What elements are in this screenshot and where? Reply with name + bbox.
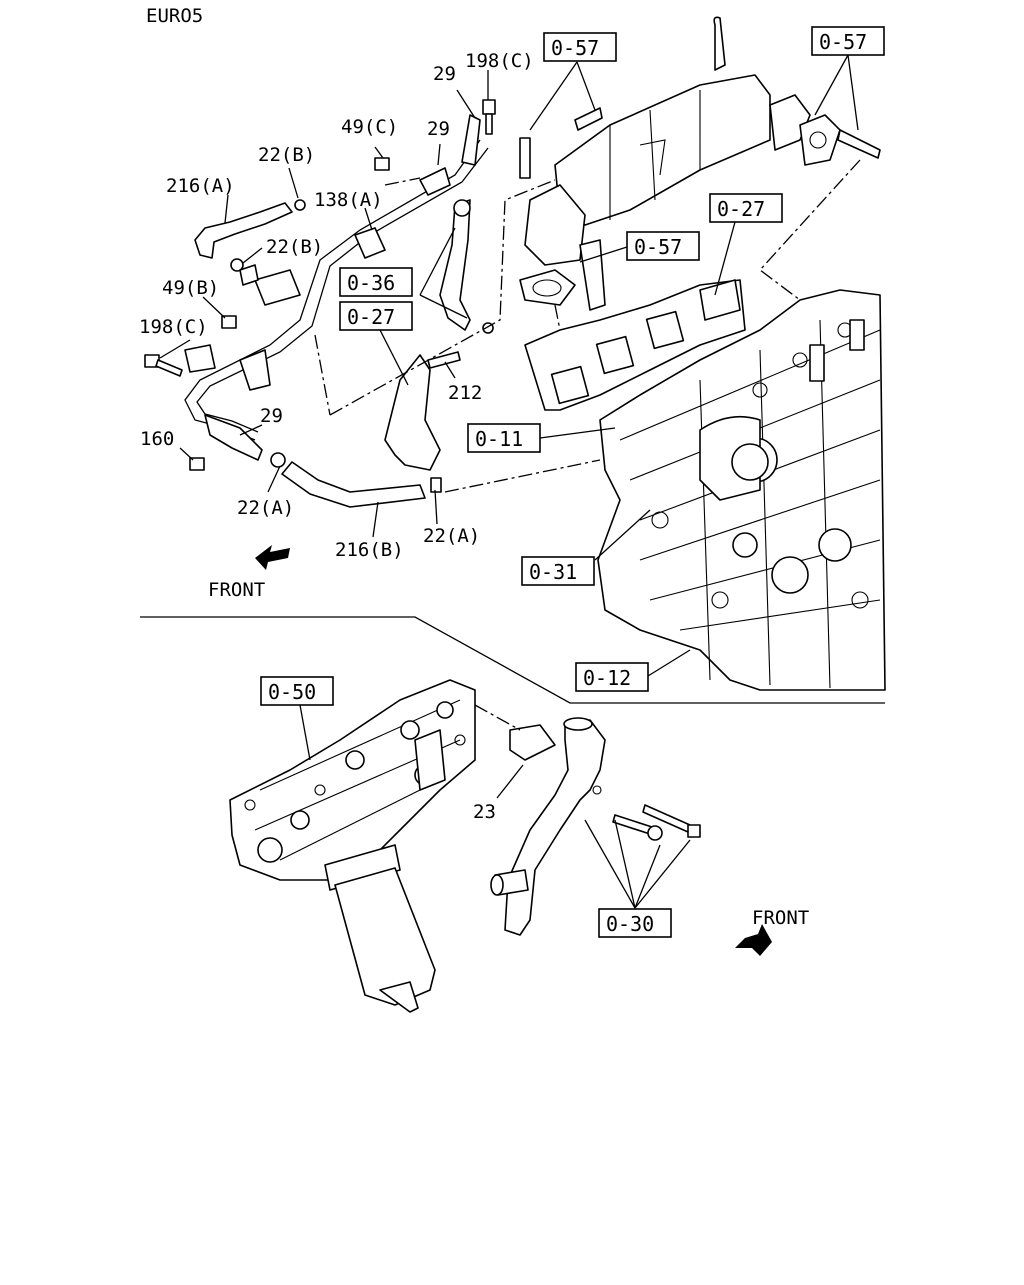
callout-0-36[interactable]: 0-36 <box>339 267 413 297</box>
svg-text:0-57: 0-57 <box>819 30 867 54</box>
alignment-line-lower <box>474 704 521 731</box>
front-label-lower: FRONT <box>752 907 809 929</box>
part-label-22a-right[interactable]: 22(A) <box>423 525 480 547</box>
svg-text:0-12: 0-12 <box>583 666 631 690</box>
svg-text:0-27: 0-27 <box>347 305 395 329</box>
part-label-23[interactable]: 23 <box>473 801 496 823</box>
svg-text:0-57: 0-57 <box>551 36 599 60</box>
part-label-49b[interactable]: 49(B) <box>162 277 219 299</box>
variant-label: EURO5 <box>146 5 203 27</box>
bracket-drawing <box>439 199 471 331</box>
heat-shield-drawing <box>384 354 441 471</box>
part-label-29-top[interactable]: 29 <box>433 63 456 85</box>
part-label-22b-top[interactable]: 22(B) <box>258 144 315 166</box>
svg-text:0-57: 0-57 <box>634 235 682 259</box>
svg-text:0-27: 0-27 <box>717 197 765 221</box>
leader-lines-lower <box>299 704 691 909</box>
part-label-216b[interactable]: 216(B) <box>335 539 404 561</box>
callout-0-50[interactable]: 0-50 <box>260 676 334 706</box>
leader-lines-upper <box>159 54 859 677</box>
front-arrow-upper <box>255 545 290 570</box>
part-label-198c-left[interactable]: 198(C) <box>139 316 208 338</box>
part-label-29-low[interactable]: 29 <box>260 405 283 427</box>
part-label-22b-mid[interactable]: 22(B) <box>266 236 323 258</box>
egr-cooler-drawing <box>519 16 881 311</box>
hose-216b-drawing <box>281 461 426 508</box>
callout-0-57-flange[interactable]: 0-57 <box>811 26 885 56</box>
callout-0-57-gasket[interactable]: 0-57 <box>626 231 700 261</box>
part-label-198c-top[interactable]: 198(C) <box>465 50 534 72</box>
fasteners-upper <box>144 99 496 493</box>
callout-0-11[interactable]: 0-11 <box>467 423 541 453</box>
callout-0-27-shield[interactable]: 0-27 <box>339 301 413 331</box>
water-pipe-drawing <box>490 717 701 936</box>
exhaust-manifold-drawing <box>524 279 746 411</box>
part-label-212[interactable]: 212 <box>448 382 482 404</box>
callout-0-12[interactable]: 0-12 <box>575 662 649 692</box>
callout-0-30[interactable]: 0-30 <box>598 908 672 938</box>
svg-text:0-31: 0-31 <box>529 560 577 584</box>
coolant-pipe-138a <box>184 114 489 461</box>
svg-text:0-50: 0-50 <box>268 680 316 704</box>
part-label-216a[interactable]: 216(A) <box>166 175 235 197</box>
callout-0-31[interactable]: 0-31 <box>521 556 595 586</box>
engine-block-drawing <box>597 289 886 691</box>
oil-cooler-housing-drawing <box>229 679 476 1013</box>
part-label-22a-left[interactable]: 22(A) <box>237 497 294 519</box>
part-label-160[interactable]: 160 <box>140 428 174 450</box>
alignment-lines-upper <box>314 159 861 493</box>
part-label-138a[interactable]: 138(A) <box>314 189 383 211</box>
front-label-upper: FRONT <box>208 579 265 601</box>
hose-216a-drawing <box>194 202 293 259</box>
part-label-29-mid[interactable]: 29 <box>427 118 450 140</box>
svg-text:0-11: 0-11 <box>475 427 523 451</box>
callout-0-27-manifold[interactable]: 0-27 <box>709 193 783 223</box>
callout-0-57-egr[interactable]: 0-57 <box>543 32 617 62</box>
front-arrow-lower <box>735 924 772 956</box>
section-divider <box>140 616 885 704</box>
part-label-49c[interactable]: 49(C) <box>341 116 398 138</box>
svg-text:0-36: 0-36 <box>347 271 395 295</box>
svg-text:0-30: 0-30 <box>606 912 654 936</box>
